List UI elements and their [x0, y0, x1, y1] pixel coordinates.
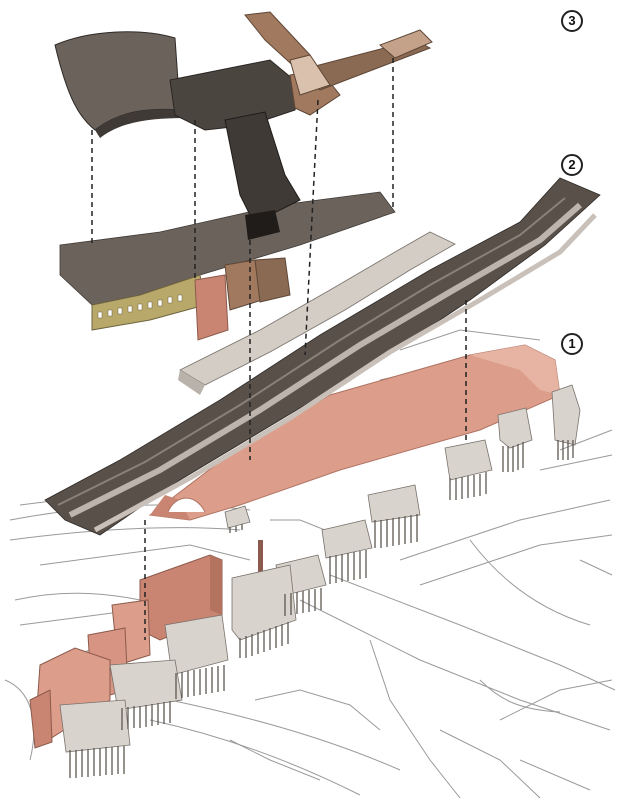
alignment-lines — [91, 58, 467, 640]
pier-legs — [69, 440, 574, 778]
level-marker-2: 2 — [561, 154, 583, 176]
level-marker-3: 3 — [561, 10, 583, 32]
level-marker-1: 1 — [561, 333, 583, 355]
pier-group — [59, 384, 581, 753]
level-1-foundations — [29, 344, 581, 778]
level-3-roof — [54, 11, 433, 240]
chimney — [258, 540, 263, 580]
